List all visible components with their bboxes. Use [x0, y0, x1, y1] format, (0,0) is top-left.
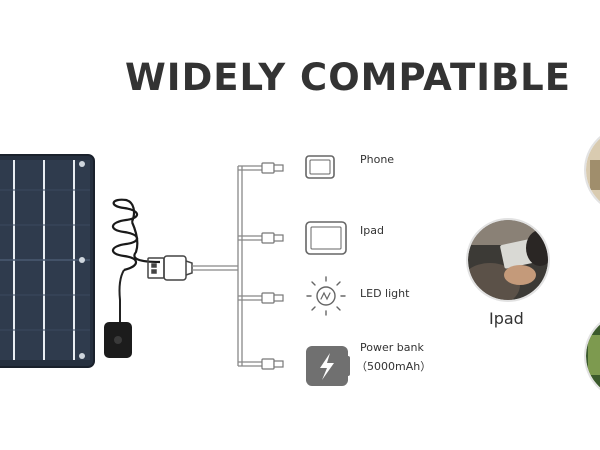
device-label-power-bank: Power bank: [360, 341, 424, 354]
device-label-ipad: Ipad: [360, 224, 384, 237]
solar-panel-icon: [0, 154, 95, 368]
ipad-usage-photo: [468, 220, 548, 300]
usb-plug-icon: [147, 255, 193, 281]
device-label-phone: Phone: [360, 153, 395, 166]
tablet-icon: [305, 221, 347, 255]
page-title: WIDELY COMPATIBLE: [124, 56, 572, 99]
led-light-icon: [306, 276, 346, 316]
junction-box-icon: [104, 269, 132, 358]
device-sublabel-power-bank: （5000mAh）: [356, 360, 432, 373]
connector-tips: [261, 162, 284, 370]
device-label-led-light: LED light: [360, 287, 410, 300]
phone-icon: [305, 155, 335, 179]
power-bank-icon: [306, 346, 350, 386]
coiled-cable-icon: [111, 198, 161, 272]
splitter-cable: [192, 165, 262, 367]
photo-caption: Ipad: [489, 309, 524, 328]
